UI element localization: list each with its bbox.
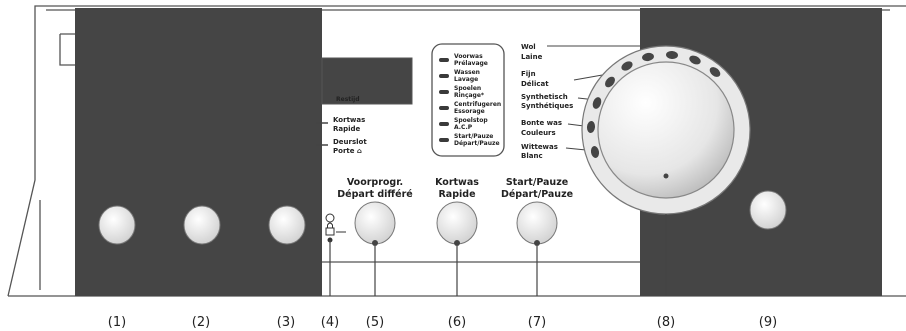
indicator-deurslot-l1: Deurslot: [333, 138, 367, 146]
svg-text:Prélavage: Prélavage: [454, 60, 488, 67]
program-wol-l1: Wol: [521, 43, 536, 51]
status-list: Voorwas Prélavage Wassen Lavage Spoelen …: [431, 43, 505, 157]
status-item-centrifugeren: Centrifugeren Essorage: [439, 101, 501, 115]
svg-text:A.C.P: A.C.P: [454, 124, 473, 131]
callout-leaders: [329, 240, 538, 296]
status-item-voorwas: Voorwas Prélavage: [439, 53, 488, 67]
svg-text:Start/Pauze: Start/Pauze: [454, 133, 493, 140]
button-1[interactable]: [98, 205, 136, 245]
program-selector-knob[interactable]: [581, 45, 751, 215]
restijd-label: Restijd: [336, 96, 360, 103]
indicator-deurslot-l2: Porte ⌂: [333, 147, 362, 155]
svg-text:Départ/Pauze: Départ/Pauze: [454, 140, 500, 147]
svg-text:Spoelen: Spoelen: [454, 85, 481, 92]
program-synthetisch-l2: Synthétiques: [521, 102, 573, 110]
svg-text:Spoelstop: Spoelstop: [454, 117, 488, 124]
quick-button-l1: Kortwas: [435, 177, 479, 188]
indicator-kortwas-l1: Kortwas: [333, 116, 365, 124]
callout-4: (4): [321, 315, 339, 330]
display-window: Restijd: [321, 57, 413, 105]
button-2[interactable]: [183, 205, 221, 245]
callout-1: (1): [108, 315, 126, 330]
knob-led-ring: [586, 50, 721, 158]
callout-numbers: (1) (2) (3) (4) (5) (6) (7) (8) (9): [108, 315, 777, 330]
program-labels: Wol Laine Fijn Délicat Synthetisch Synth…: [521, 43, 640, 160]
callout-8: (8): [657, 315, 675, 330]
status-item-spoelstop: Spoelstop A.C.P: [439, 117, 488, 131]
svg-text:Essorage: Essorage: [454, 108, 485, 115]
svg-text:Lavage: Lavage: [454, 76, 478, 83]
svg-text:Wassen: Wassen: [454, 69, 480, 76]
program-wittewas-l1: Wittewas: [521, 143, 558, 151]
svg-text:Centrifugeren: Centrifugeren: [454, 101, 501, 108]
callout-6: (6): [448, 315, 466, 330]
start-button-l2: Départ/Pauze: [501, 189, 573, 200]
callout-3: (3): [277, 315, 295, 330]
delay-button-l1: Voorprogr.: [347, 177, 403, 188]
callout-9: (9): [759, 315, 777, 330]
svg-text:Voorwas: Voorwas: [454, 53, 483, 60]
button-9[interactable]: [749, 190, 787, 230]
button-3[interactable]: [268, 205, 306, 245]
masked-areas: [75, 8, 882, 296]
program-bonte-l2: Couleurs: [521, 129, 556, 137]
callout-2: (2): [192, 315, 210, 330]
program-wol-l2: Laine: [521, 53, 543, 61]
program-fijn-l1: Fijn: [521, 70, 536, 78]
program-bonte-l1: Bonte was: [521, 119, 562, 127]
status-item-spoelen: Spoelen Rinçage*: [439, 85, 485, 99]
quick-wash-button[interactable]: Kortwas Rapide: [435, 177, 479, 246]
delay-start-button[interactable]: Voorprogr. Départ différé: [337, 177, 413, 246]
status-item-start-pauze: Start/Pauze Départ/Pauze: [439, 133, 500, 147]
delay-button-l2: Départ différé: [337, 189, 412, 200]
program-wittewas-l2: Blanc: [521, 152, 543, 160]
callout-5: (5): [366, 315, 384, 330]
svg-text:Rinçage*: Rinçage*: [454, 92, 485, 99]
indicator-kortwas-l2: Rapide: [333, 125, 361, 133]
quick-button-l2: Rapide: [438, 189, 475, 200]
program-fijn-l2: Délicat: [521, 80, 549, 88]
left-mask: [75, 8, 322, 296]
status-item-wassen: Wassen Lavage: [439, 69, 480, 83]
callout-7: (7): [528, 315, 546, 330]
left-indicators: Kortwas Rapide Deurslot Porte ⌂: [316, 116, 367, 155]
child-lock-icon: [325, 213, 346, 243]
start-button-l1: Start/Pauze: [506, 177, 568, 188]
start-pause-button[interactable]: Start/Pauze Départ/Pauze: [501, 177, 573, 246]
program-synthetisch-l1: Synthetisch: [521, 93, 568, 101]
